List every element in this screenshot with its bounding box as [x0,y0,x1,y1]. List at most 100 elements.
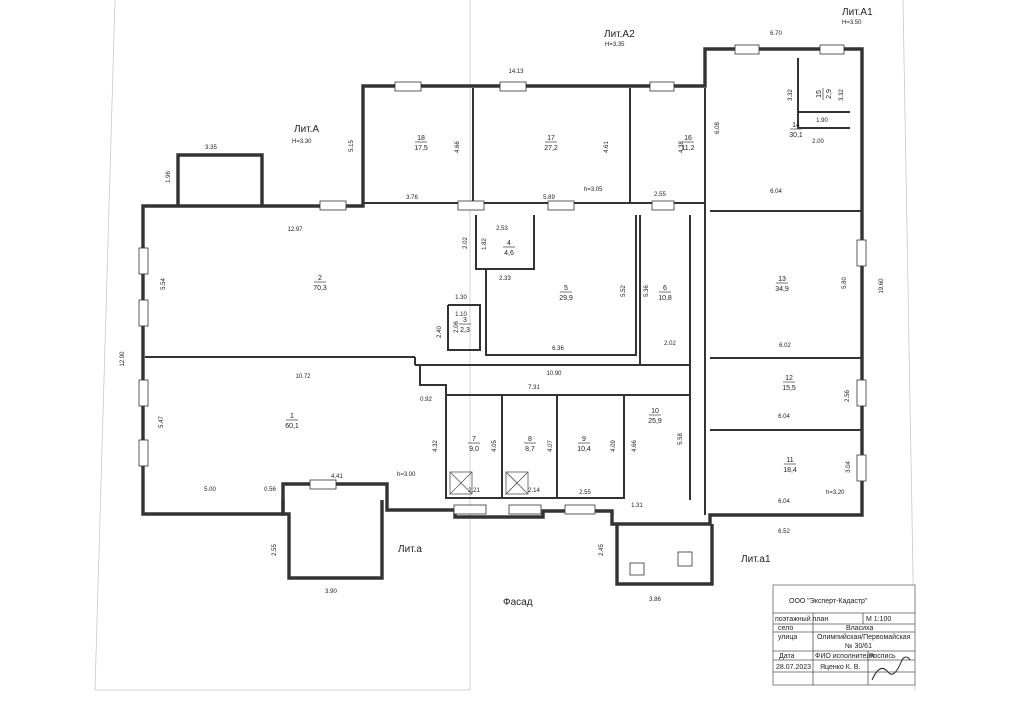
executor-value: Яценко К. В. [820,664,860,671]
dimension-d04: 3.32 [839,89,845,101]
dimension-d32: 6.36 [552,346,564,352]
dimension-d50: 6.04 [778,499,790,505]
dimension-d52: 0.56 [264,487,276,493]
sheet-borders [94,0,916,691]
dimension-d18: 12.97 [287,227,303,233]
date-label: Дата [779,653,795,660]
label-lit-a: Лит.А [294,124,319,135]
house-value: № 30/61 [845,643,872,650]
room-17: 17 27,2 [544,135,558,152]
room-number: 17 [547,135,555,142]
dimension-d24: 1.30 [455,295,467,301]
label-facade: Фасад [503,597,533,608]
room-area: 4,6 [504,250,514,257]
room-9: 910,4 [577,436,591,453]
dimension-d43: 4.07 [548,440,554,452]
dimension-d31: 2.40 [437,326,443,338]
dimension-d11: 3.76 [406,195,418,201]
room-6: 610,8 [658,285,672,302]
room-area: 2,9 [826,89,833,99]
dimension-d38: 7.31 [528,385,540,391]
company-name: ООО "Эксперт-Кадастр" [789,598,868,605]
executor-label: ФИО исполнителя [815,653,874,660]
signature-mark [871,656,911,681]
dimension-d41: 4.32 [433,440,439,452]
label-height-305: h=3.05 [584,187,603,193]
room-number: 15 [816,90,823,98]
dimension-d19: 2.53 [496,226,508,232]
dimension-d10: 2.00 [812,139,824,145]
room-area: 29,9 [559,295,573,302]
dimension-d44: 4.09 [611,440,617,452]
room-number: 12 [785,375,793,382]
room-area: 10,8 [658,295,672,302]
room-number: 3 [463,317,467,324]
dimension-d46: 5.58 [678,433,684,445]
dimension-d08: 4.38 [679,141,685,153]
dimension-d13: 2.55 [654,192,666,198]
label-lit-a2: Лит.А2 [604,29,635,40]
building-labels: Лит.А H=3.30 Лит.А2 H=3.35 Лит.А1 H=3.50… [292,7,873,608]
dimension-d40: 5.47 [159,416,165,428]
dimension-d09: 6.08 [715,122,721,134]
dimension-d62: 3.86 [649,597,661,603]
plan-label: поэтажный план [775,615,828,623]
room-4: 44,6 [503,240,515,257]
street-label: улица [778,634,797,641]
village-value: Власиха [846,625,873,632]
dimension-d49: 3.04 [846,461,852,473]
label-lit-a1: Лит.А1 [842,7,873,18]
dimension-d06: 4.66 [455,141,461,153]
room-7: 79,0 [468,436,480,453]
dimension-d22: 2.33 [499,276,511,282]
label-lit-a2-height: H=3.35 [605,42,625,48]
dimension-d61: 2.45 [599,544,605,556]
walls [141,47,864,586]
dimension-d36: 10.72 [295,374,311,380]
dimension-d15: 5.15 [349,140,355,152]
label-lit-a1-small: Лит.а1 [741,554,771,565]
label-lit-a-small: Лит.а [398,544,422,555]
dimension-d05: 1.90 [816,118,828,124]
dimension-d02: 6.70 [770,31,782,37]
dimension-d25: 1.10 [455,312,467,318]
dimension-d53: 4.41 [331,474,343,480]
room-area: 2,3 [460,327,470,334]
dimension-d35: 12.90 [120,351,126,367]
room-5: 529,9 [559,285,573,302]
room-number: 18 [417,135,425,142]
scale-value: М 1:100 [866,616,891,623]
room-number: 2 [318,275,322,282]
room-number: 11 [786,457,793,464]
room-number: 14 [792,122,800,129]
room-area: 25,9 [648,418,662,425]
dimension-d21: 1.82 [482,238,488,250]
room-area: 17,5 [414,145,428,152]
room-number: 8 [528,436,532,443]
dimension-d07: 4.61 [604,141,610,153]
dimension-d47: 6.04 [778,414,790,420]
room-number: 7 [472,436,476,443]
dimension-d54: 2.21 [468,488,480,494]
dimension-d17: 1.96 [166,171,172,183]
dimension-d20: 2.02 [463,237,469,249]
room-area: 27,2 [544,145,558,152]
room-number: 16 [684,135,692,142]
room-area: 70,3 [313,285,327,292]
label-height-300: h=3.00 [397,472,416,478]
dimension-d27: 5.52 [621,285,627,297]
room-2: 270,3 [313,275,327,292]
room-area: 60,1 [285,423,299,430]
room-area: 10,4 [577,446,591,453]
room-8: 88,7 [524,436,536,453]
interior-walls [145,58,862,515]
label-height-320: h=3.20 [826,490,845,496]
room-18: 18 17,5 [414,135,428,152]
dimension-d34: 6.02 [779,343,791,349]
